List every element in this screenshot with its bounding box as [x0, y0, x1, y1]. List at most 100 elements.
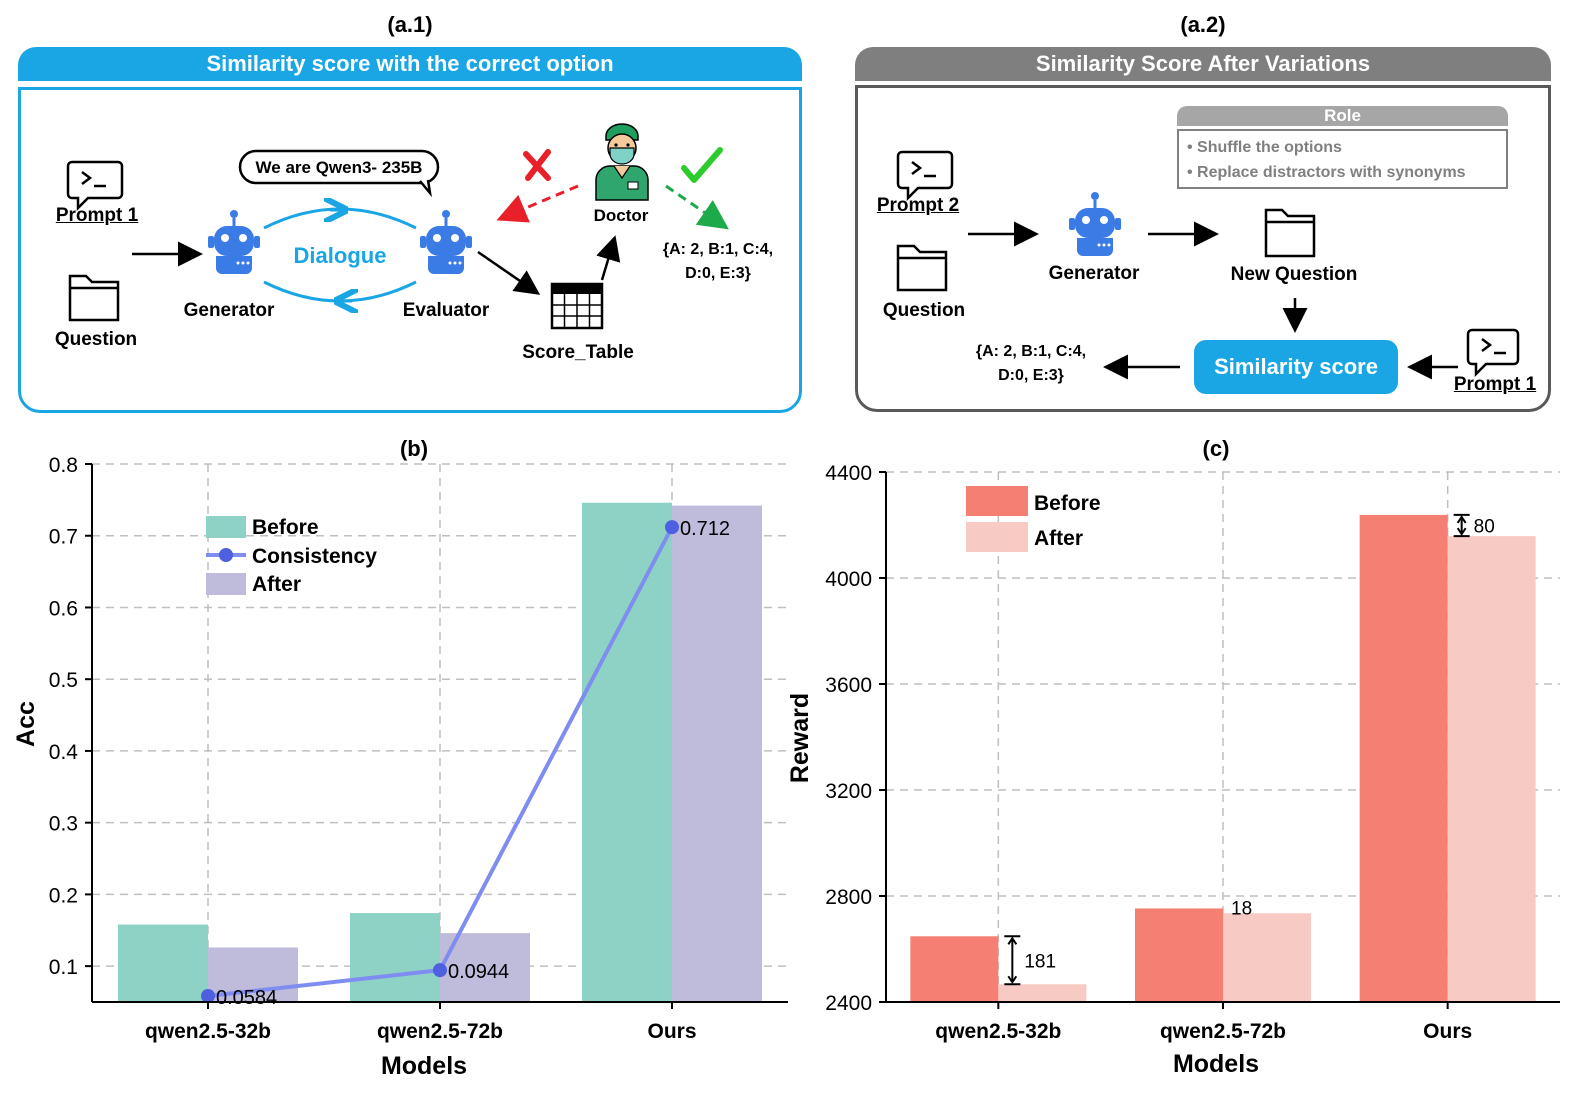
chart-b-ylabel: Acc	[12, 701, 40, 747]
generator-robot-icon	[208, 210, 260, 274]
chart-b-ytick-label: 0.2	[49, 884, 78, 907]
folder-icon	[68, 274, 120, 322]
chart-c-ylabel: Reward	[790, 693, 814, 783]
chart-c-bar-before	[1135, 908, 1223, 1002]
chart-c-legend-after-swatch	[966, 522, 1028, 552]
prompt-1-label: Prompt 1	[55, 205, 139, 226]
chart-c-ytick-label: 4400	[825, 462, 872, 485]
generator-label: Generator	[183, 300, 275, 321]
new-question-label: New Question	[1230, 264, 1358, 285]
role-box: • Shuffle the options • Replace distract…	[1177, 129, 1508, 189]
role-item-shuffle: • Shuffle the options	[1187, 139, 1342, 156]
panel-a2-graphics	[896, 150, 1520, 380]
chart-c-legend-after: After	[1034, 527, 1083, 550]
chart-b-legend-after-swatch	[206, 573, 246, 595]
score-result: {A: 2, B:1, C:4, D:0, E:3}	[663, 238, 773, 286]
chart-c-ytick-label: 2800	[825, 886, 872, 909]
chart-c-diff-head	[1456, 515, 1467, 524]
chart-c-legend-before: Before	[1034, 492, 1101, 515]
chart-b-legend-before: Before	[252, 516, 319, 539]
chart-b-legend-after: After	[252, 573, 301, 596]
chart-c-ytick-label: 4000	[825, 568, 872, 591]
chart-c-bars	[910, 514, 1536, 1002]
panel-a2-label: (a.2)	[1180, 12, 1226, 37]
chart-b-bars	[118, 502, 762, 1002]
score-line-1-2: {A: 2, B:1, C:4,	[975, 343, 1087, 360]
chart-b-xtick-label: qwen2.5-32b	[145, 1020, 271, 1043]
chart-b-legend-before-swatch	[206, 516, 246, 538]
chart-c-title: (c)	[1203, 436, 1230, 461]
chart-b-legend-line-marker	[219, 548, 233, 562]
panel-a2-frame	[855, 85, 1551, 412]
chart-b-ytick-label: 0.4	[49, 741, 79, 764]
chart-b-ytick-label: 0.1	[49, 956, 78, 979]
chart-b-xtick-label: qwen2.5-72b	[377, 1020, 503, 1043]
dialogue-arc-top	[263, 207, 417, 230]
chart-c-xtick-label: qwen2.5-32b	[935, 1020, 1061, 1043]
check-icon	[681, 147, 723, 183]
chart-c-bar-before	[1359, 514, 1448, 1002]
arrow-to-doctor	[596, 235, 621, 281]
chart-c-xtick-label: Ours	[1423, 1020, 1472, 1043]
role-header: Role	[1177, 106, 1508, 126]
chart-c-bar-after	[1447, 536, 1536, 1002]
chart-c-diff-label: 80	[1474, 517, 1495, 538]
chart-b-bar-before	[350, 913, 440, 1002]
score-table-label: Score_Table	[522, 342, 634, 363]
panel-a1-label: (a.1)	[387, 12, 433, 37]
question-label-2: Question	[882, 300, 966, 321]
panel-a1-frame	[18, 87, 802, 413]
score-result-2: {A: 2, B:1, C:4, D:0, E:3}	[976, 340, 1086, 388]
doctor-label: Doctor	[593, 206, 649, 225]
folder-icon-new-question	[1264, 208, 1316, 258]
chart-b-ytick-label: 0.3	[49, 813, 78, 836]
chart-b-ytick-label: 0.7	[49, 526, 78, 549]
generator-label-2: Generator	[1048, 263, 1140, 284]
chart-c-diff-head	[1007, 975, 1018, 985]
chart-c-xtick-label: qwen2.5-72b	[1160, 1020, 1286, 1043]
role-item-replace: • Replace distractors with synonyms	[1187, 164, 1466, 181]
chart-c-ytick-label: 2400	[825, 992, 872, 1015]
chart-b-xtick-label: Ours	[647, 1020, 696, 1043]
chart-b-consistency-label: 0.0584	[216, 987, 277, 1009]
chart-c-ytick-label: 3200	[825, 780, 872, 803]
dialogue-arc-bottom	[263, 280, 417, 303]
chart-b-consistency-label: 0.712	[680, 518, 730, 540]
chart-c-axes: 2400 2800 3200 3600 4000 4400 qwen2.5-32b qwen2…	[825, 462, 1560, 1043]
chart-c-bar-before	[910, 936, 999, 1002]
prompt-2-label: Prompt 2	[876, 195, 960, 216]
terminal-icon-3	[1466, 328, 1520, 378]
chart-c-bar-after	[1223, 913, 1311, 1002]
speech-bubble	[238, 149, 440, 198]
chart-b-bar-after	[672, 505, 762, 1002]
chart-b-consistency-point	[665, 520, 679, 535]
chart-c-ytick-label: 3600	[825, 674, 872, 697]
chart-c-diff-head	[1456, 527, 1467, 536]
terminal-icon	[66, 160, 124, 212]
generator-robot-icon-2	[1069, 192, 1121, 256]
prompt-1-label-2: Prompt 1	[1453, 374, 1537, 395]
terminal-icon-2	[896, 150, 954, 202]
chart-b-xlabel: Models	[381, 1052, 467, 1080]
chart-b-legend-consistency: Consistency	[252, 545, 377, 568]
folder-icon-2	[896, 244, 948, 292]
chart-b-ytick-label: 0.8	[49, 454, 78, 477]
chart-b-bar-before	[118, 924, 208, 1002]
score-line-2: D:0, E:3}	[685, 265, 751, 282]
chart-b-consistency-point	[201, 988, 215, 1003]
speech-bubble-text: We are Qwen3- 235B	[255, 158, 423, 177]
table-icon	[550, 282, 604, 330]
evaluator-robot-icon	[420, 210, 472, 274]
chart-b-consistency-point	[433, 963, 447, 978]
chart-b-bar-before	[582, 502, 672, 1002]
cross-icon	[523, 149, 551, 181]
rejected-arrow	[496, 184, 579, 223]
chart-b-title: (b)	[400, 436, 428, 461]
chart-c-diff-label: 181	[1024, 951, 1056, 972]
chart-b-ytick-label: 0.5	[49, 669, 78, 692]
